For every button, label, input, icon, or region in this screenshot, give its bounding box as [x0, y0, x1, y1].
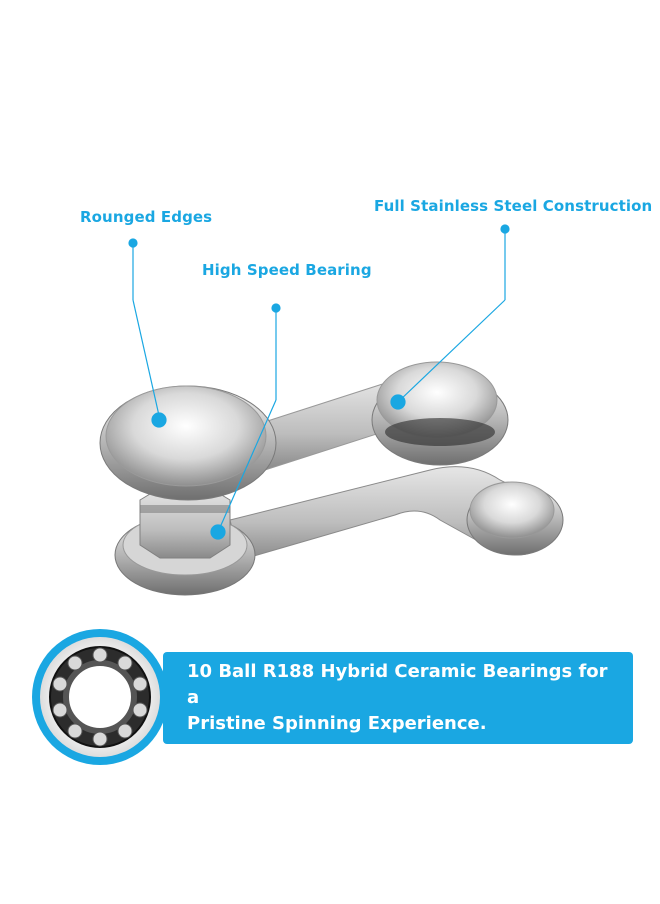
callout-high-speed-bearing: High Speed Bearing: [202, 261, 372, 279]
callout-stainless-steel: Full Stainless Steel Construction: [374, 197, 653, 215]
top-cap: [105, 385, 267, 487]
banner-line-1: 10 Ball R188 Hybrid Ceramic Bearings for…: [187, 661, 608, 708]
banner-text: 10 Ball R188 Hybrid Ceramic Bearings for…: [163, 659, 633, 737]
callout-lines: [128, 224, 510, 540]
banner-line-2: Pristine Spinning Experience.: [187, 713, 487, 734]
small-end-disk: [469, 481, 555, 539]
feature-banner: 10 Ball R188 Hybrid Ceramic Bearings for…: [163, 652, 633, 744]
ball-bearing-icon: [32, 629, 168, 765]
callout-rounded-edges: Rounged Edges: [80, 208, 213, 226]
